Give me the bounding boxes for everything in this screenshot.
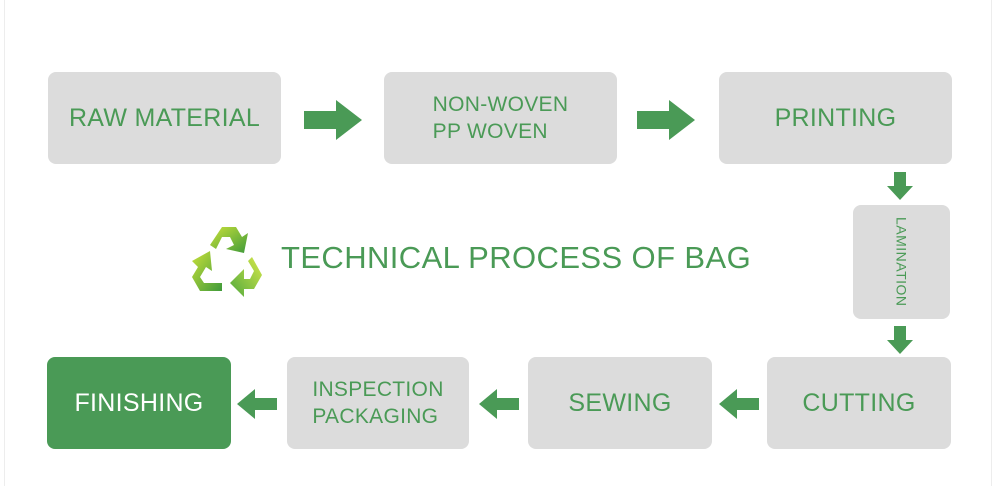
step-finishing-label: FINISHING <box>74 388 204 417</box>
arrow-left-icon <box>479 389 519 419</box>
arrow-left-icon <box>719 389 759 419</box>
step-lamination: LAMINATION <box>853 205 950 319</box>
arrow-right-icon <box>637 100 695 140</box>
arrow-left-icon <box>237 389 277 419</box>
step-inspection-packaging: INSPECTION PACKAGING <box>287 357 469 449</box>
step-cutting: CUTTING <box>767 357 951 449</box>
frame-border-left <box>4 0 5 486</box>
arrow-down-icon <box>887 326 913 354</box>
recycle-icon <box>192 227 262 297</box>
step-printing-label: PRINTING <box>774 103 897 132</box>
step-non-woven-line1: NON-WOVEN <box>432 93 569 116</box>
step-non-woven-line2: PP WOVEN <box>432 120 548 143</box>
arrow-down-icon <box>887 172 913 200</box>
step-cutting-label: CUTTING <box>802 388 916 417</box>
step-non-woven: NON-WOVEN PP WOVEN <box>384 72 617 164</box>
frame-border-right <box>991 0 992 486</box>
step-printing: PRINTING <box>719 72 952 164</box>
step-inspection-line2: PACKAGING <box>312 405 439 428</box>
step-lamination-label: LAMINATION <box>893 217 910 307</box>
arrow-right-icon <box>304 100 362 140</box>
step-sewing-label: SEWING <box>568 388 672 417</box>
step-raw-material: RAW MATERIAL <box>48 72 281 164</box>
step-finishing: FINISHING <box>47 357 231 449</box>
step-inspection-line1: INSPECTION <box>312 378 444 401</box>
step-sewing: SEWING <box>528 357 712 449</box>
step-raw-material-label: RAW MATERIAL <box>68 103 261 132</box>
diagram-title: TECHNICAL PROCESS OF BAG <box>281 240 752 275</box>
